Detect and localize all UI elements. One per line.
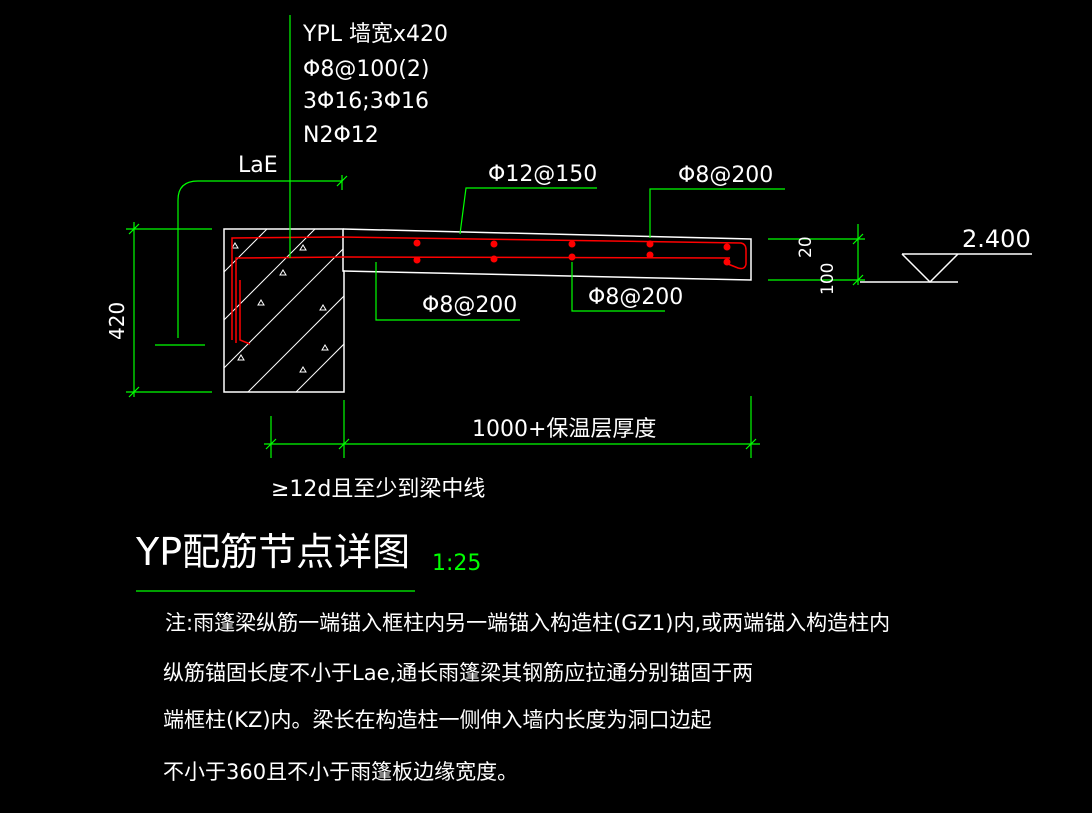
scale-label: 1:25 [432, 551, 481, 576]
beam-hook [239, 280, 251, 345]
concrete-hatch [224, 229, 344, 392]
bottom-bar-label-2: Φ8@200 [588, 285, 683, 310]
beam-label-line4: N2Φ12 [303, 123, 379, 148]
beam-label-line2: Φ8@100(2) [303, 57, 429, 82]
beam-section [223, 228, 345, 393]
note-line-1: 注:雨篷梁纵筋一端锚入框柱内另一端锚入构造柱(GZ1)内,或两端锚入构造柱内 [165, 611, 890, 635]
slab-bottom-bar [235, 256, 731, 343]
notes-block: 注:雨篷梁纵筋一端锚入框柱内另一端锚入构造柱(GZ1)内,或两端锚入构造柱内 纵… [163, 611, 890, 784]
beam-label-line3: 3Φ16;3Φ16 [303, 89, 429, 114]
leader-top-1 [459, 187, 597, 235]
lae-label: LaE [238, 153, 278, 178]
dimension-lines [126, 15, 865, 592]
dim-20-label: 20 [796, 236, 816, 258]
lae-line [177, 180, 342, 338]
leader-top-2 [649, 188, 785, 238]
dim-span-label: 1000+保温层厚度 [472, 417, 656, 442]
anchor-note: ≥12d且至少到梁中线 [271, 477, 485, 502]
beam-label-line1: YPL 墙宽x420 [302, 22, 448, 47]
slab-outline [342, 228, 752, 281]
beam-stirrup [231, 236, 747, 340]
dim-100-label: 100 [818, 263, 838, 295]
rebar-dots [413, 239, 731, 266]
canopy-slab [342, 228, 752, 281]
elevation-label: 2.400 [962, 225, 1031, 253]
top-bar-label-2: Φ8@200 [678, 163, 773, 188]
note-line-2: 纵筋锚固长度不小于Lae,通长雨篷梁其钢筋应拉通分别锚固于两 [163, 661, 753, 685]
bottom-bar-label-1: Φ8@200 [422, 293, 517, 318]
note-line-4: 不小于360且不小于雨篷板边缘宽度。 [163, 760, 518, 784]
dim-420-label: 420 [105, 302, 129, 340]
leader-bottom-2 [571, 262, 665, 312]
top-bar-label-1: Φ12@150 [488, 162, 597, 187]
note-line-3: 端框柱(KZ)内。梁长在构造柱一侧伸入墙内长度为洞口边起 [163, 708, 712, 732]
rebar [231, 236, 747, 345]
elevation-marker [860, 253, 1032, 284]
detail-title: YP配筋节点详图 [135, 530, 410, 574]
beam-label: YPL 墙宽x420 Φ8@100(2) 3Φ16;3Φ16 N2Φ12 [302, 22, 448, 148]
leader-bottom-1 [375, 262, 520, 321]
concrete-aggregate [231, 242, 329, 373]
